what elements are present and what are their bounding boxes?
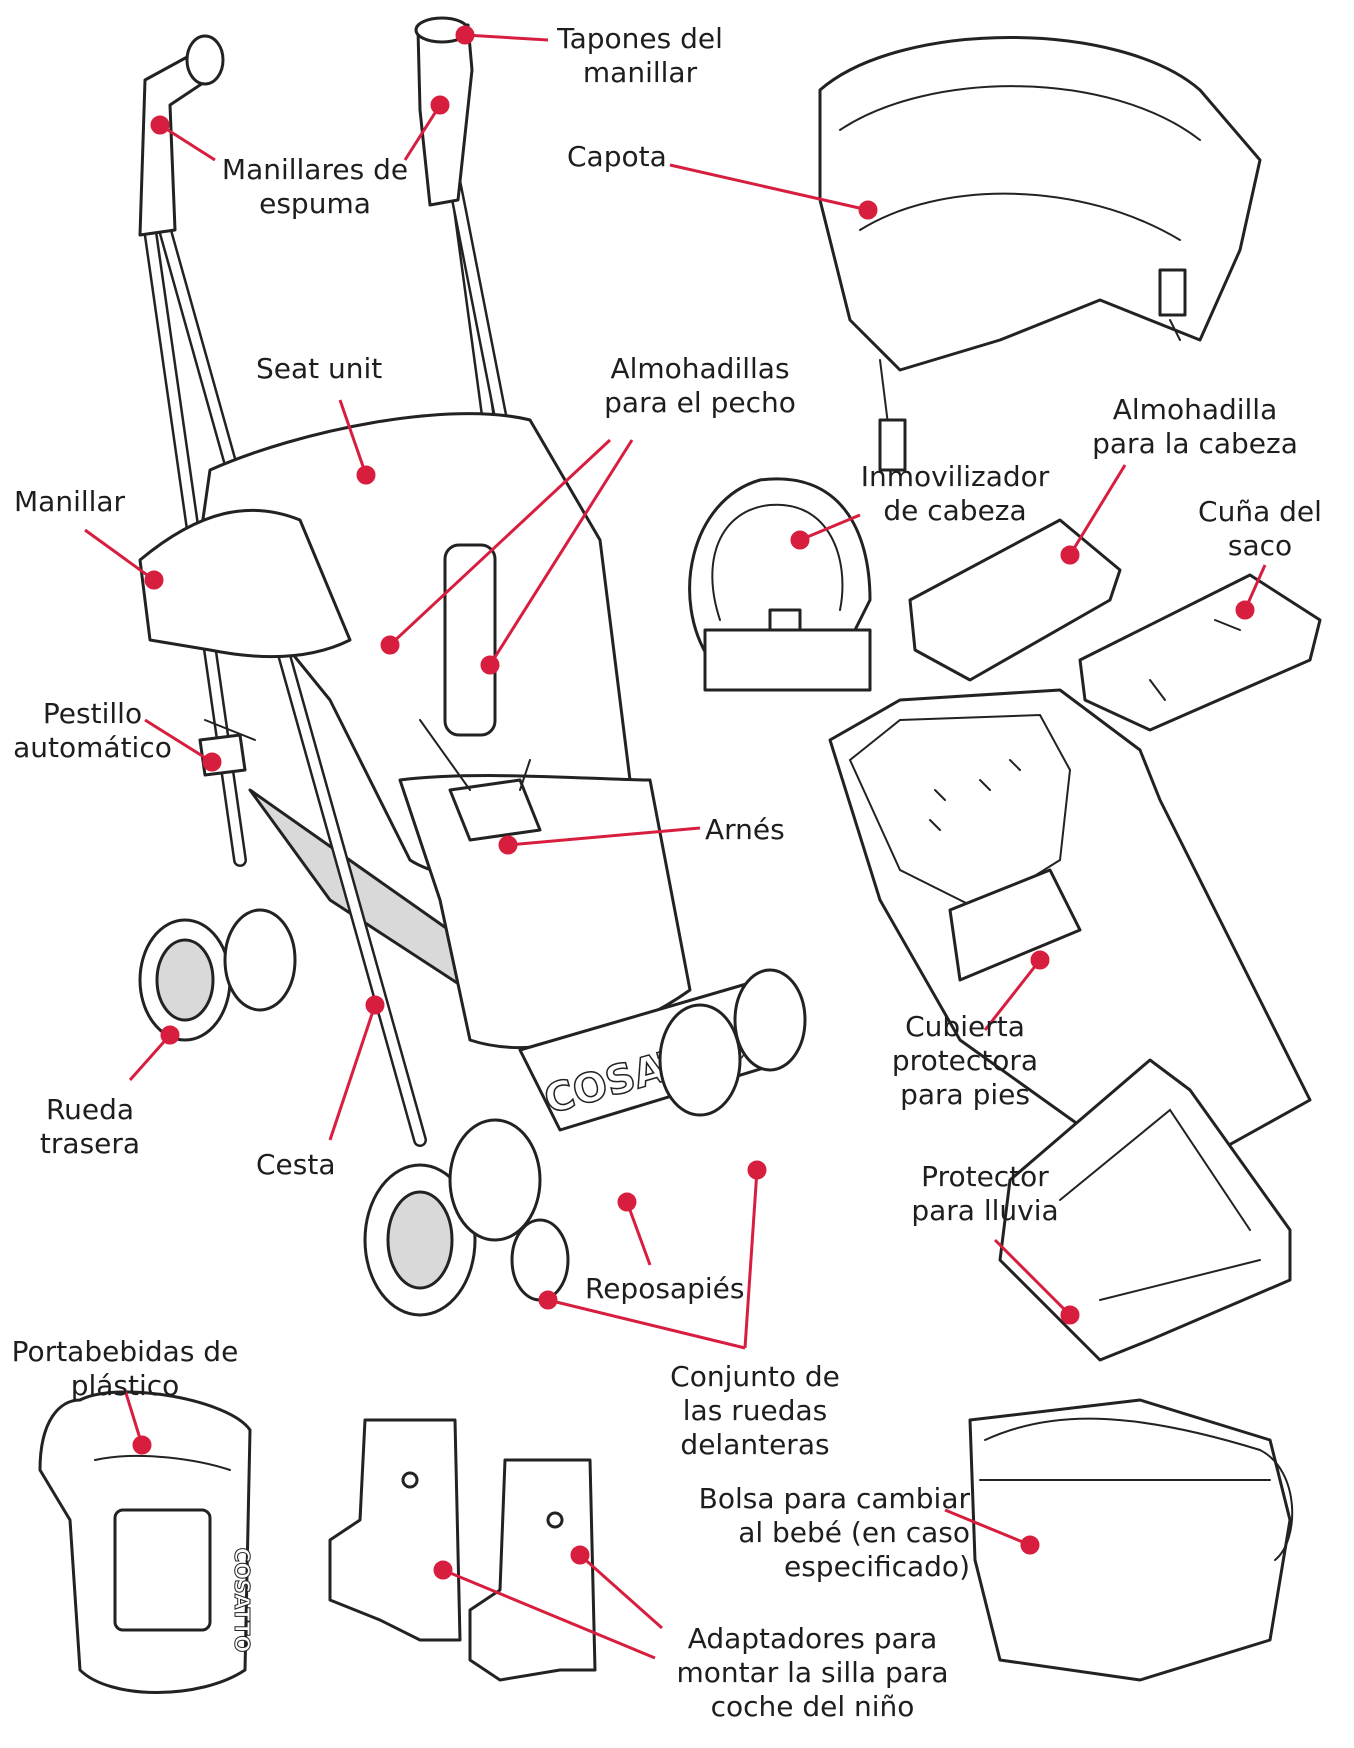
- leader-cesta: [328, 1004, 377, 1141]
- leader-tapones: [464, 33, 549, 42]
- label-capota: Capota: [567, 140, 667, 173]
- leader-capota: [669, 163, 869, 212]
- leader-cubierta: [983, 959, 1042, 1031]
- leader-inmovilizador: [799, 513, 861, 542]
- leader-manillares-left: [159, 123, 216, 162]
- leader-chest-right: [488, 439, 634, 666]
- leader-manillares-right: [403, 104, 442, 161]
- leader-conjunto-1: [547, 1298, 746, 1350]
- right-foam-grip: [416, 23, 474, 207]
- label-almohadillas-pecho: Almohadillas para el pecho: [604, 352, 796, 419]
- cup-holder-logo: COSATTO: [230, 1548, 254, 1653]
- leader-almohadilla-cabeza: [1068, 464, 1127, 556]
- chest-pad: [443, 543, 497, 737]
- leader-conjunto-2: [743, 1169, 759, 1349]
- label-seat-unit: Seat unit: [256, 352, 383, 385]
- leader-chest-left: [388, 438, 612, 647]
- canopy-illustration: [818, 36, 1262, 472]
- rain-cover-illustration: [998, 1058, 1292, 1362]
- label-conjunto-ruedas: Conjunto de las ruedas delanteras: [670, 1360, 840, 1461]
- front-wheels: [363, 968, 807, 1317]
- leader-adaptadores-1: [442, 1568, 656, 1660]
- leader-reposapies: [625, 1201, 652, 1266]
- label-rueda-trasera: Rueda trasera: [39, 1093, 141, 1160]
- label-adaptadores: Adaptadores para montar la silla para co…: [676, 1622, 949, 1723]
- leader-lluvia: [993, 1238, 1072, 1317]
- label-manillar: Manillar: [14, 485, 126, 518]
- stroller-illustration: COSATTO: [138, 16, 807, 1317]
- label-almohadilla-cabeza: Almohadilla para la cabeza: [1092, 393, 1298, 460]
- seat-side-panel: [138, 508, 352, 659]
- label-pestillo: Pestillo automático: [13, 697, 172, 764]
- leader-adaptadores-2: [579, 1553, 663, 1630]
- leader-arnes: [507, 826, 701, 847]
- label-cesta: Cesta: [256, 1148, 336, 1181]
- label-reposapies: Reposapiés: [585, 1272, 745, 1305]
- liner-wedge-illustration: [1078, 573, 1322, 732]
- label-inmovilizador: Inmovilizador de cabeza: [860, 460, 1050, 527]
- leader-rueda: [128, 1034, 172, 1081]
- leader-manillar: [84, 528, 155, 582]
- adapters-illustration: [328, 1418, 597, 1682]
- changing-bag-illustration: [968, 1398, 1294, 1682]
- label-protector-lluvia: Protector para lluvia: [911, 1160, 1059, 1227]
- label-portabebidas: Portabebidas de plástico: [11, 1335, 239, 1402]
- leader-seat-unit: [338, 399, 368, 476]
- footmuff-illustration: [828, 688, 1312, 1152]
- label-bolsa: Bolsa para cambiar al bebé (en caso espe…: [698, 1482, 970, 1583]
- leader-portabebidas: [123, 1389, 144, 1446]
- harness-buckle: [448, 778, 542, 842]
- label-tapones-manillar: Tapones del manillar: [557, 22, 723, 89]
- label-manillares-espuma: Manillares de espuma: [221, 153, 409, 220]
- label-cubierta: Cubierta protectora para pies: [891, 1010, 1039, 1111]
- cup-holder-illustration: COSATTO: [38, 1390, 255, 1694]
- leader-pestillo: [144, 718, 213, 764]
- rear-wheels: [138, 908, 297, 1042]
- leader-lines: [84, 25, 1267, 1660]
- seat-base: [398, 774, 692, 1050]
- leader-bolsa: [944, 1508, 1031, 1547]
- head-hugger-illustration: [688, 477, 872, 692]
- label-arnes: Arnés: [705, 813, 785, 846]
- label-cuna-saco: Cuña del saco: [1198, 495, 1322, 562]
